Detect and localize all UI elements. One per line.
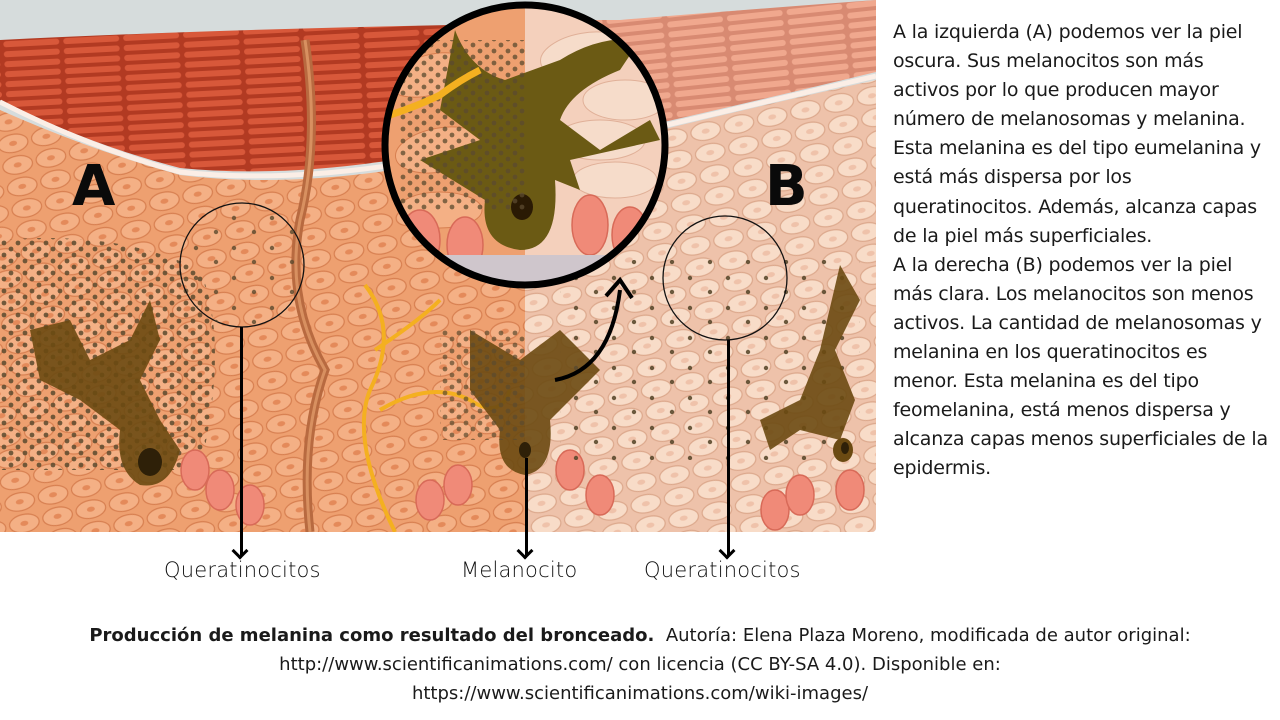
label-queratinocitos-right: Queratinocitos <box>644 558 801 582</box>
caption-line-1: Producción de melanina como resultado de… <box>0 621 1280 650</box>
arrow-melanocito-icon <box>525 458 528 555</box>
skin-cross-section-illustration: A B <box>0 0 876 532</box>
explanation-text: A la izquierda (A) podemos ver la piel o… <box>893 18 1273 484</box>
caption-title: Producción de melanina como resultado de… <box>89 625 655 646</box>
arrow-queratinocitos-a-icon <box>240 327 243 555</box>
paragraph-dark-skin: A la izquierda (A) podemos ver la piel o… <box>893 21 1261 247</box>
panel-label-b: B <box>765 154 808 219</box>
arrow-queratinocitos-b-icon <box>727 340 730 555</box>
caption-authorship: Autoría: Elena Plaza Moreno, modificada … <box>665 625 1191 646</box>
panel-label-a: A <box>72 154 116 219</box>
figure-caption: Producción de melanina como resultado de… <box>0 621 1280 708</box>
caption-line-3: https://www.scientificanimations.com/wik… <box>411 683 869 704</box>
label-queratinocitos-left: Queratinocitos <box>164 558 321 582</box>
caption-line-2: http://www.scientificanimations.com/ con… <box>279 654 1001 675</box>
paragraph-light-skin: A la derecha (B) podemos ver la piel más… <box>893 253 1268 480</box>
label-melanocito: Melanocito <box>461 558 578 582</box>
